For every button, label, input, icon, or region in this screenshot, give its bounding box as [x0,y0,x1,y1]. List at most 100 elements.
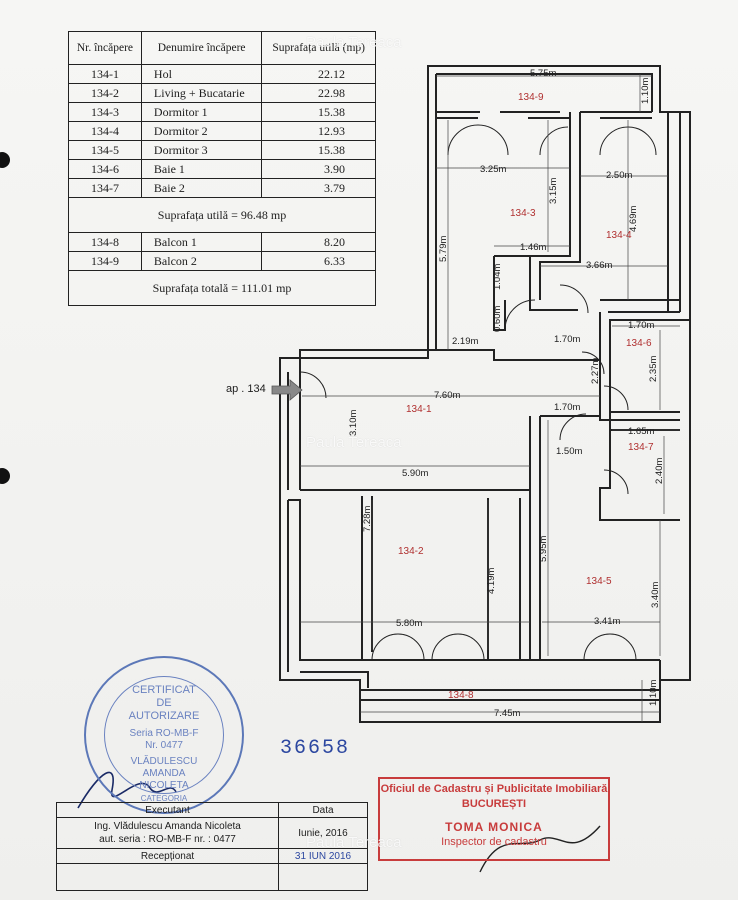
dimension-label: 4.19m [486,568,497,594]
room-name: Baie 1 [140,159,263,179]
door-arcs [299,124,657,661]
room-label: 134-9 [518,92,544,103]
watermark: Paula Tereaca [306,34,402,51]
dimension-label: 1.10m [640,78,651,104]
office-title: Oficiul de Cadastru și Publicitate Imobi… [380,783,608,795]
dimension-label: 5.80m [396,618,422,629]
dimension-label: 7.60m [434,390,460,401]
dimension-label: 2.27m [590,358,601,384]
cadastre-office-stamp: Oficiul de Cadastru și Publicitate Imobi… [378,777,610,861]
empty-cell [278,863,368,891]
dimension-label: 3.40m [650,582,661,608]
dimension-label: 2.40m [654,458,665,484]
seal-line: AMANDA [142,768,186,779]
registration-number: 36658 [280,737,351,760]
room-area: 22.12 [261,64,376,84]
watermark: Paula Tereaca [306,434,402,451]
plan-walls [279,65,691,723]
dimension-label: 5.90m [402,468,428,479]
dimension-label: 5.75m [530,68,556,79]
signature-icon [479,825,601,873]
dimension-lines [300,74,680,722]
empty-cell [56,863,279,891]
received-date: 31 IUN 2016 [278,848,368,864]
room-label: 134-3 [510,208,536,219]
entry-arrow-icon [271,379,303,401]
seal-line: DE [156,697,172,709]
room-label: 134-5 [586,576,612,587]
header-name: Denumire încăpere [140,31,263,65]
dimension-label: 2.50m [606,170,632,181]
room-nr: 134-6 [68,159,142,179]
room-area: 6.33 [261,251,376,271]
dimension-label: 1.46m [520,242,546,253]
dimension-label: 1.04m [492,264,503,290]
room-name: Baie 2 [140,178,263,198]
executant-series: aut. seria : RO-MB-F nr. : 0477 [99,834,236,845]
dimension-label: 5.95m [538,536,549,562]
dimension-label: 7.45m [494,708,520,719]
dimension-label: 1.10m [648,680,659,706]
dimension-label: 1.65m [628,426,654,437]
dimension-label: 4.69m [628,206,639,232]
room-area: 15.38 [261,140,376,160]
room-name: Dormitor 1 [140,102,263,122]
dimension-label: 3.15m [548,178,559,204]
usable-area-total: Suprafața utilă = 96.48 mp [68,197,376,233]
seal-line: AUTORIZARE [128,710,200,722]
dimension-label: 5.79m [438,236,449,262]
dimension-label: 1.50m [556,446,582,457]
dimension-label: 7.28m [362,506,373,532]
dimension-label: 2.35m [648,356,659,382]
seal-line: Nr. 0477 [145,740,183,751]
room-label: 134-7 [628,442,654,453]
dimension-label: 3.25m [480,164,506,175]
room-area: 3.90 [261,159,376,179]
seal-line: Seria RO-MB-F [129,728,199,739]
room-name: Dormitor 2 [140,121,263,141]
watermark: Paula Tereaca [306,834,402,851]
inspector-role: Inspector de cadastru [441,836,547,848]
seal-line: NICOLETA [139,780,189,791]
dimension-label: 2.19m [452,336,478,347]
rooms-table: Nr. încăpere Denumire încăpere Suprafața… [68,31,376,306]
authorization-seal: CERTIFICAT DE AUTORIZARE Seria RO-MB-F N… [84,656,244,814]
executant-name: Ing. Vlădulescu Amanda Nicoleta [94,821,241,832]
seal-inner-ring [104,676,224,794]
room-label: 134-4 [606,230,632,241]
room-label: 134-6 [626,338,652,349]
entry-label: ap . 134 [226,383,266,395]
dimension-label: 1.70m [554,334,580,345]
office-city: BUCUREȘTI [461,798,527,810]
seal-line: CERTIFICAT [132,684,196,696]
received-label: Recepționat [56,848,279,864]
total-area: Suprafața totală = 111.01 mp [68,270,376,306]
dimension-label: 0.60m [492,306,503,332]
dimension-label: 1.70m [628,320,654,331]
dimension-label: 1.70m [554,402,580,413]
inspector-name: TOMA MONICA [445,820,543,834]
dimension-label: 3.10m [348,410,359,436]
room-label: 134-1 [406,404,432,415]
binder-hole [0,468,10,484]
executant-header: Executant [56,802,279,818]
executant-date: Iunie, 2016 [278,817,368,849]
date-header: Data [278,802,368,818]
executant-table: Executant Data Ing. Vlădulescu Amanda Ni… [56,802,368,891]
room-nr: 134-5 [68,140,142,160]
room-label: 134-2 [398,546,424,557]
dimension-label: 3.41m [594,616,620,627]
room-nr: 134-1 [68,64,142,84]
binder-hole [0,152,10,168]
executant-cell: Ing. Vlădulescu Amanda Nicoleta aut. seri… [56,817,279,849]
room-name: Balcon 1 [140,232,263,252]
room-label: 134-8 [448,690,474,701]
